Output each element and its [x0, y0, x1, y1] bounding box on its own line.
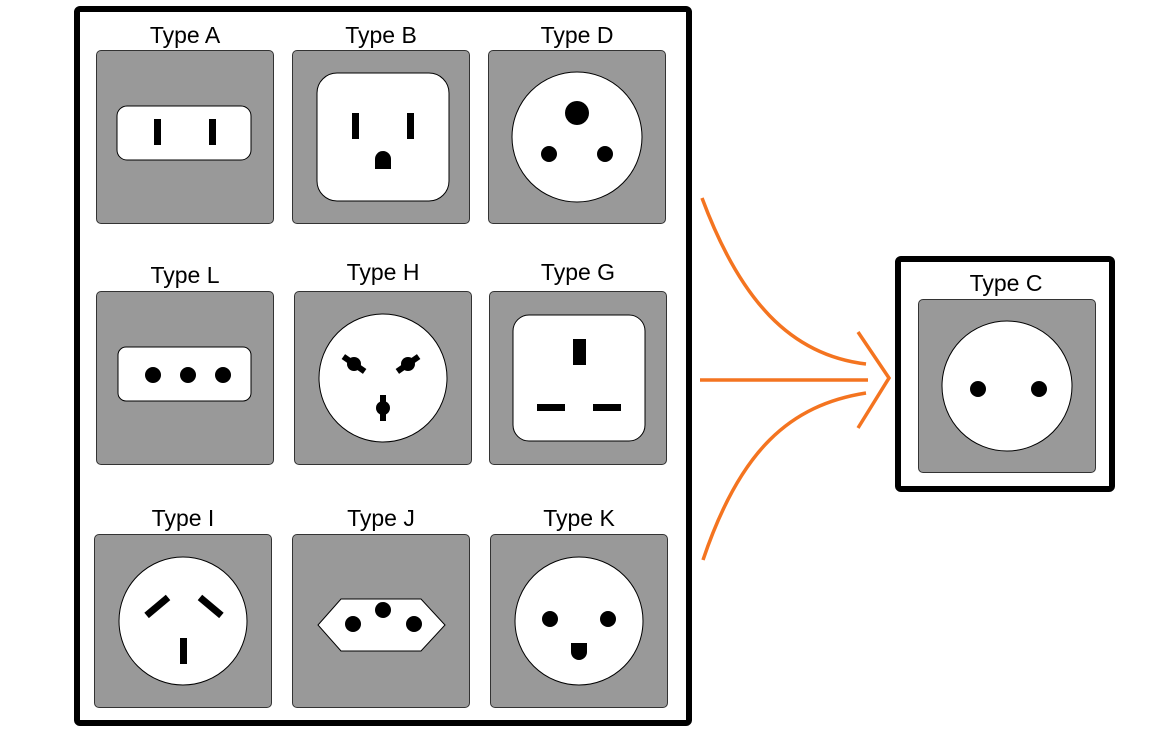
- type-a-socket-icon: [116, 105, 252, 161]
- socket-plate: [94, 534, 272, 708]
- socket-label: Type A: [149, 22, 221, 48]
- type-j-socket-icon: [317, 598, 446, 652]
- target-label: Type C: [969, 270, 1043, 296]
- arrow-lower-curve: [701, 391, 867, 561]
- type-k-socket-icon: [514, 556, 644, 686]
- arrow-head: [856, 331, 892, 429]
- socket-label: Type J: [347, 505, 415, 531]
- socket-label: Type L: [150, 262, 220, 288]
- socket-plate: [294, 291, 472, 465]
- socket-label: Type B: [345, 22, 417, 48]
- type-h-socket-icon: [318, 313, 448, 443]
- socket-label: Type K: [543, 505, 615, 531]
- socket-label: Type G: [540, 259, 616, 285]
- arrow-upper-curve: [700, 197, 867, 366]
- socket-plate: [96, 50, 274, 224]
- type-c-socket-icon: [941, 320, 1073, 452]
- socket-plate: [490, 534, 668, 708]
- socket-plate: [292, 534, 470, 708]
- socket-plate: [292, 50, 470, 224]
- socket-label: Type I: [151, 505, 215, 531]
- socket-plate: [918, 299, 1096, 473]
- type-b-socket-icon: [316, 72, 450, 202]
- type-i-socket-icon: [118, 556, 248, 686]
- type-d-socket-icon: [511, 71, 643, 203]
- socket-label: Type H: [346, 259, 420, 285]
- socket-plate: [489, 291, 667, 465]
- socket-plate: [96, 291, 274, 465]
- type-l-socket-icon: [117, 346, 252, 402]
- socket-plate: [488, 50, 666, 224]
- type-g-socket-icon: [512, 314, 646, 442]
- socket-label: Type D: [540, 22, 614, 48]
